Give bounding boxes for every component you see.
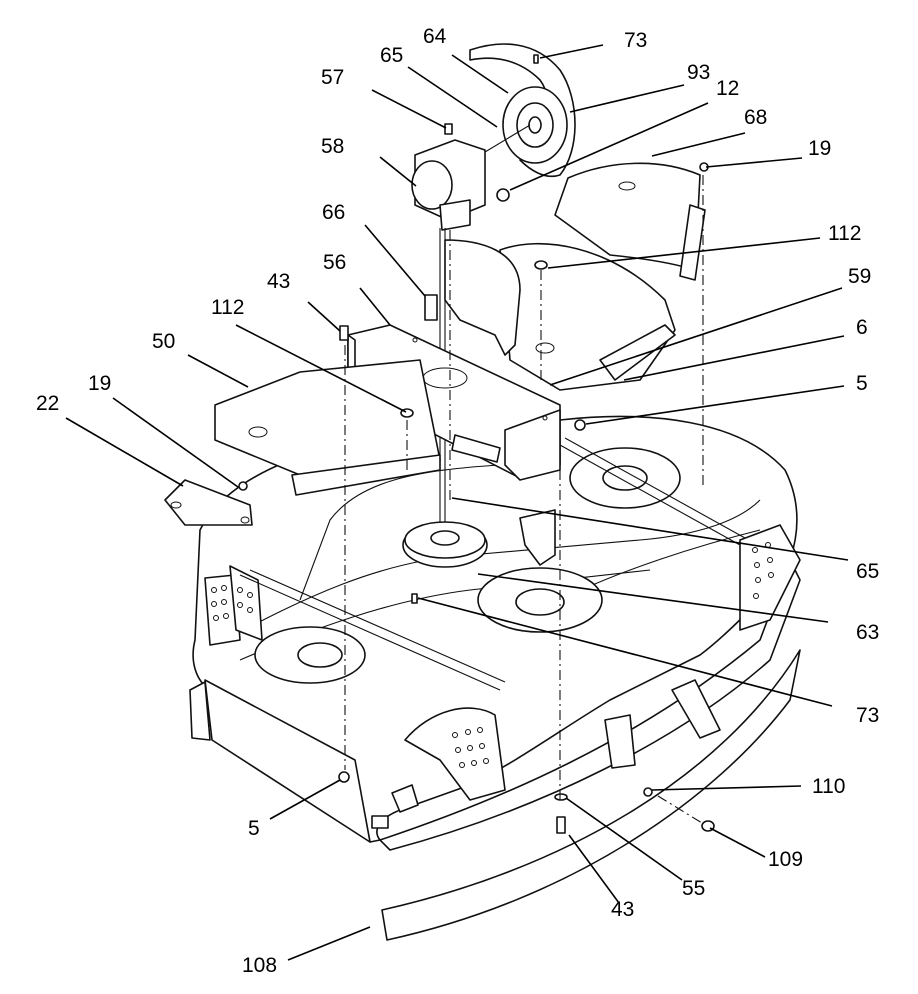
nut-5-top (574, 419, 586, 431)
key-73-bottom (411, 593, 418, 604)
mower-deck (189, 415, 801, 851)
nut-12 (496, 188, 510, 202)
bolt-43-bottom (556, 816, 566, 834)
upper-pulley (479, 86, 568, 164)
callout-5-bottom: 5 (248, 817, 260, 840)
bracket-22 (164, 479, 253, 526)
bolt-19-left (238, 481, 248, 491)
guard-strip (381, 649, 801, 941)
callout-19-left: 19 (88, 372, 111, 395)
callout-56: 56 (323, 251, 346, 274)
drive-pulley (402, 521, 488, 568)
callout-110: 110 (812, 775, 845, 798)
nut-5-bottom (338, 771, 350, 783)
bracket-66 (424, 294, 438, 321)
callout-22: 22 (36, 392, 59, 415)
callout-108: 108 (242, 954, 277, 977)
shroud (499, 242, 676, 391)
left-guard (204, 565, 263, 646)
callout-labels: 73 64 65 93 12 57 68 58 19 66 112 56 43 … (36, 25, 879, 977)
callout-12: 12 (716, 77, 739, 100)
callout-59: 59 (848, 265, 871, 288)
belt-cover-left (214, 359, 441, 496)
bolt-57 (444, 123, 453, 135)
callout-64: 64 (423, 25, 447, 48)
front-guard (404, 707, 506, 801)
callout-58: 58 (321, 135, 344, 158)
key-73-top (533, 54, 539, 64)
callout-19-right: 19 (808, 137, 831, 160)
callout-65-top: 65 (380, 44, 403, 67)
bolt-112-right (534, 260, 548, 270)
callout-43-top: 43 (267, 270, 290, 293)
callout-57: 57 (321, 66, 344, 89)
callout-5-top: 5 (856, 372, 868, 395)
callout-63: 63 (856, 621, 879, 644)
washer-55 (554, 793, 568, 801)
nut-110 (643, 787, 653, 797)
idler-bracket (519, 509, 556, 566)
callout-55: 55 (682, 877, 705, 900)
right-guard (739, 524, 801, 631)
callout-43-bottom: 43 (611, 898, 634, 921)
chute-shield (444, 239, 521, 356)
callout-93: 93 (687, 61, 710, 84)
callout-112-left: 112 (211, 296, 244, 319)
callout-50: 50 (152, 330, 175, 353)
callout-65-bottom: 65 (856, 560, 879, 583)
callout-66: 66 (322, 201, 345, 224)
callout-112-right: 112 (828, 222, 861, 245)
bolt-43-top (339, 325, 349, 341)
callout-68: 68 (744, 106, 767, 129)
leader-lines (65, 44, 849, 961)
callout-73-bottom: 73 (856, 704, 879, 727)
callout-109: 109 (768, 848, 803, 871)
callout-6: 6 (856, 316, 868, 339)
callout-73-top: 73 (624, 29, 647, 52)
